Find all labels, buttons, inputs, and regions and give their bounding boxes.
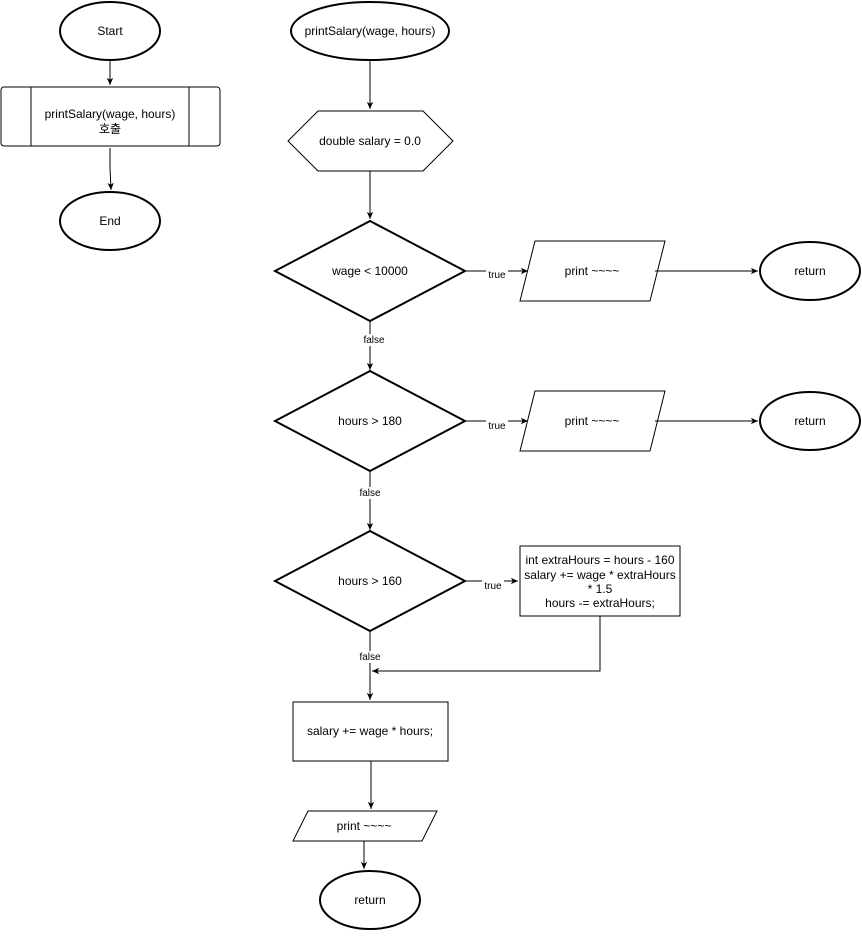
overtime-line-4: hours -= extraHours; [545, 596, 655, 610]
return-label-3: return [354, 893, 385, 907]
end-label: End [99, 214, 120, 228]
decision-wage-node: wage < 10000 [272, 219, 468, 323]
function-entry-node: printSalary(wage, hours) [290, 1, 450, 61]
call-subprocess-node: printSalary(wage, hours) 호출 [0, 86, 221, 147]
start-node: Start [59, 1, 161, 61]
compute-salary-label: salary += wage * hours; [307, 724, 433, 738]
edge-label-true-3: true [484, 581, 502, 592]
return-node-2: return [759, 391, 861, 451]
compute-salary-node: salary += wage * hours; [292, 701, 449, 762]
edge-label-false-3: false [359, 652, 381, 663]
edge-label-true-1: true [488, 270, 506, 281]
decision-wage-label: wage < 10000 [331, 264, 408, 278]
init-label: double salary = 0.0 [319, 134, 421, 148]
overtime-line-1: int extraHours = hours - 160 [525, 553, 674, 567]
overtime-line-3: * 1.5 [588, 582, 613, 596]
init-preparation-node: double salary = 0.0 [287, 110, 454, 172]
decision-hours160-node: hours > 160 [272, 529, 468, 633]
print-node-1: print ~~~~ [519, 240, 666, 302]
print-label-2: print ~~~~ [565, 414, 620, 428]
print-label-1: print ~~~~ [565, 264, 620, 278]
edge-label-false-2: false [359, 488, 381, 499]
start-label: Start [97, 24, 123, 38]
decision-hours160-label: hours > 160 [338, 574, 402, 588]
function-entry-label: printSalary(wage, hours) [305, 24, 436, 38]
return-label-1: return [794, 264, 825, 278]
overtime-line-2: salary += wage * extraHours [524, 568, 675, 582]
overtime-process-node: int extraHours = hours - 160 salary += w… [519, 545, 681, 617]
return-node-1: return [759, 241, 861, 301]
decision-hours180-node: hours > 180 [272, 369, 468, 473]
print-node-2: print ~~~~ [519, 390, 666, 452]
edge-label-false-1: false [363, 335, 385, 346]
return-node-3: return [319, 870, 421, 930]
decision-hours180-label: hours > 180 [338, 414, 402, 428]
edge-overtime-merge [372, 616, 601, 675]
print-node-3: print ~~~~ [292, 810, 438, 842]
print-label-3: print ~~~~ [337, 819, 392, 833]
return-label-2: return [794, 414, 825, 428]
end-node: End [59, 191, 161, 251]
call-label-line1: printSalary(wage, hours) [45, 107, 176, 121]
edge-call-to-end [107, 148, 114, 191]
edge-label-true-2: true [488, 421, 506, 432]
call-label-line2: 호출 [99, 122, 121, 136]
